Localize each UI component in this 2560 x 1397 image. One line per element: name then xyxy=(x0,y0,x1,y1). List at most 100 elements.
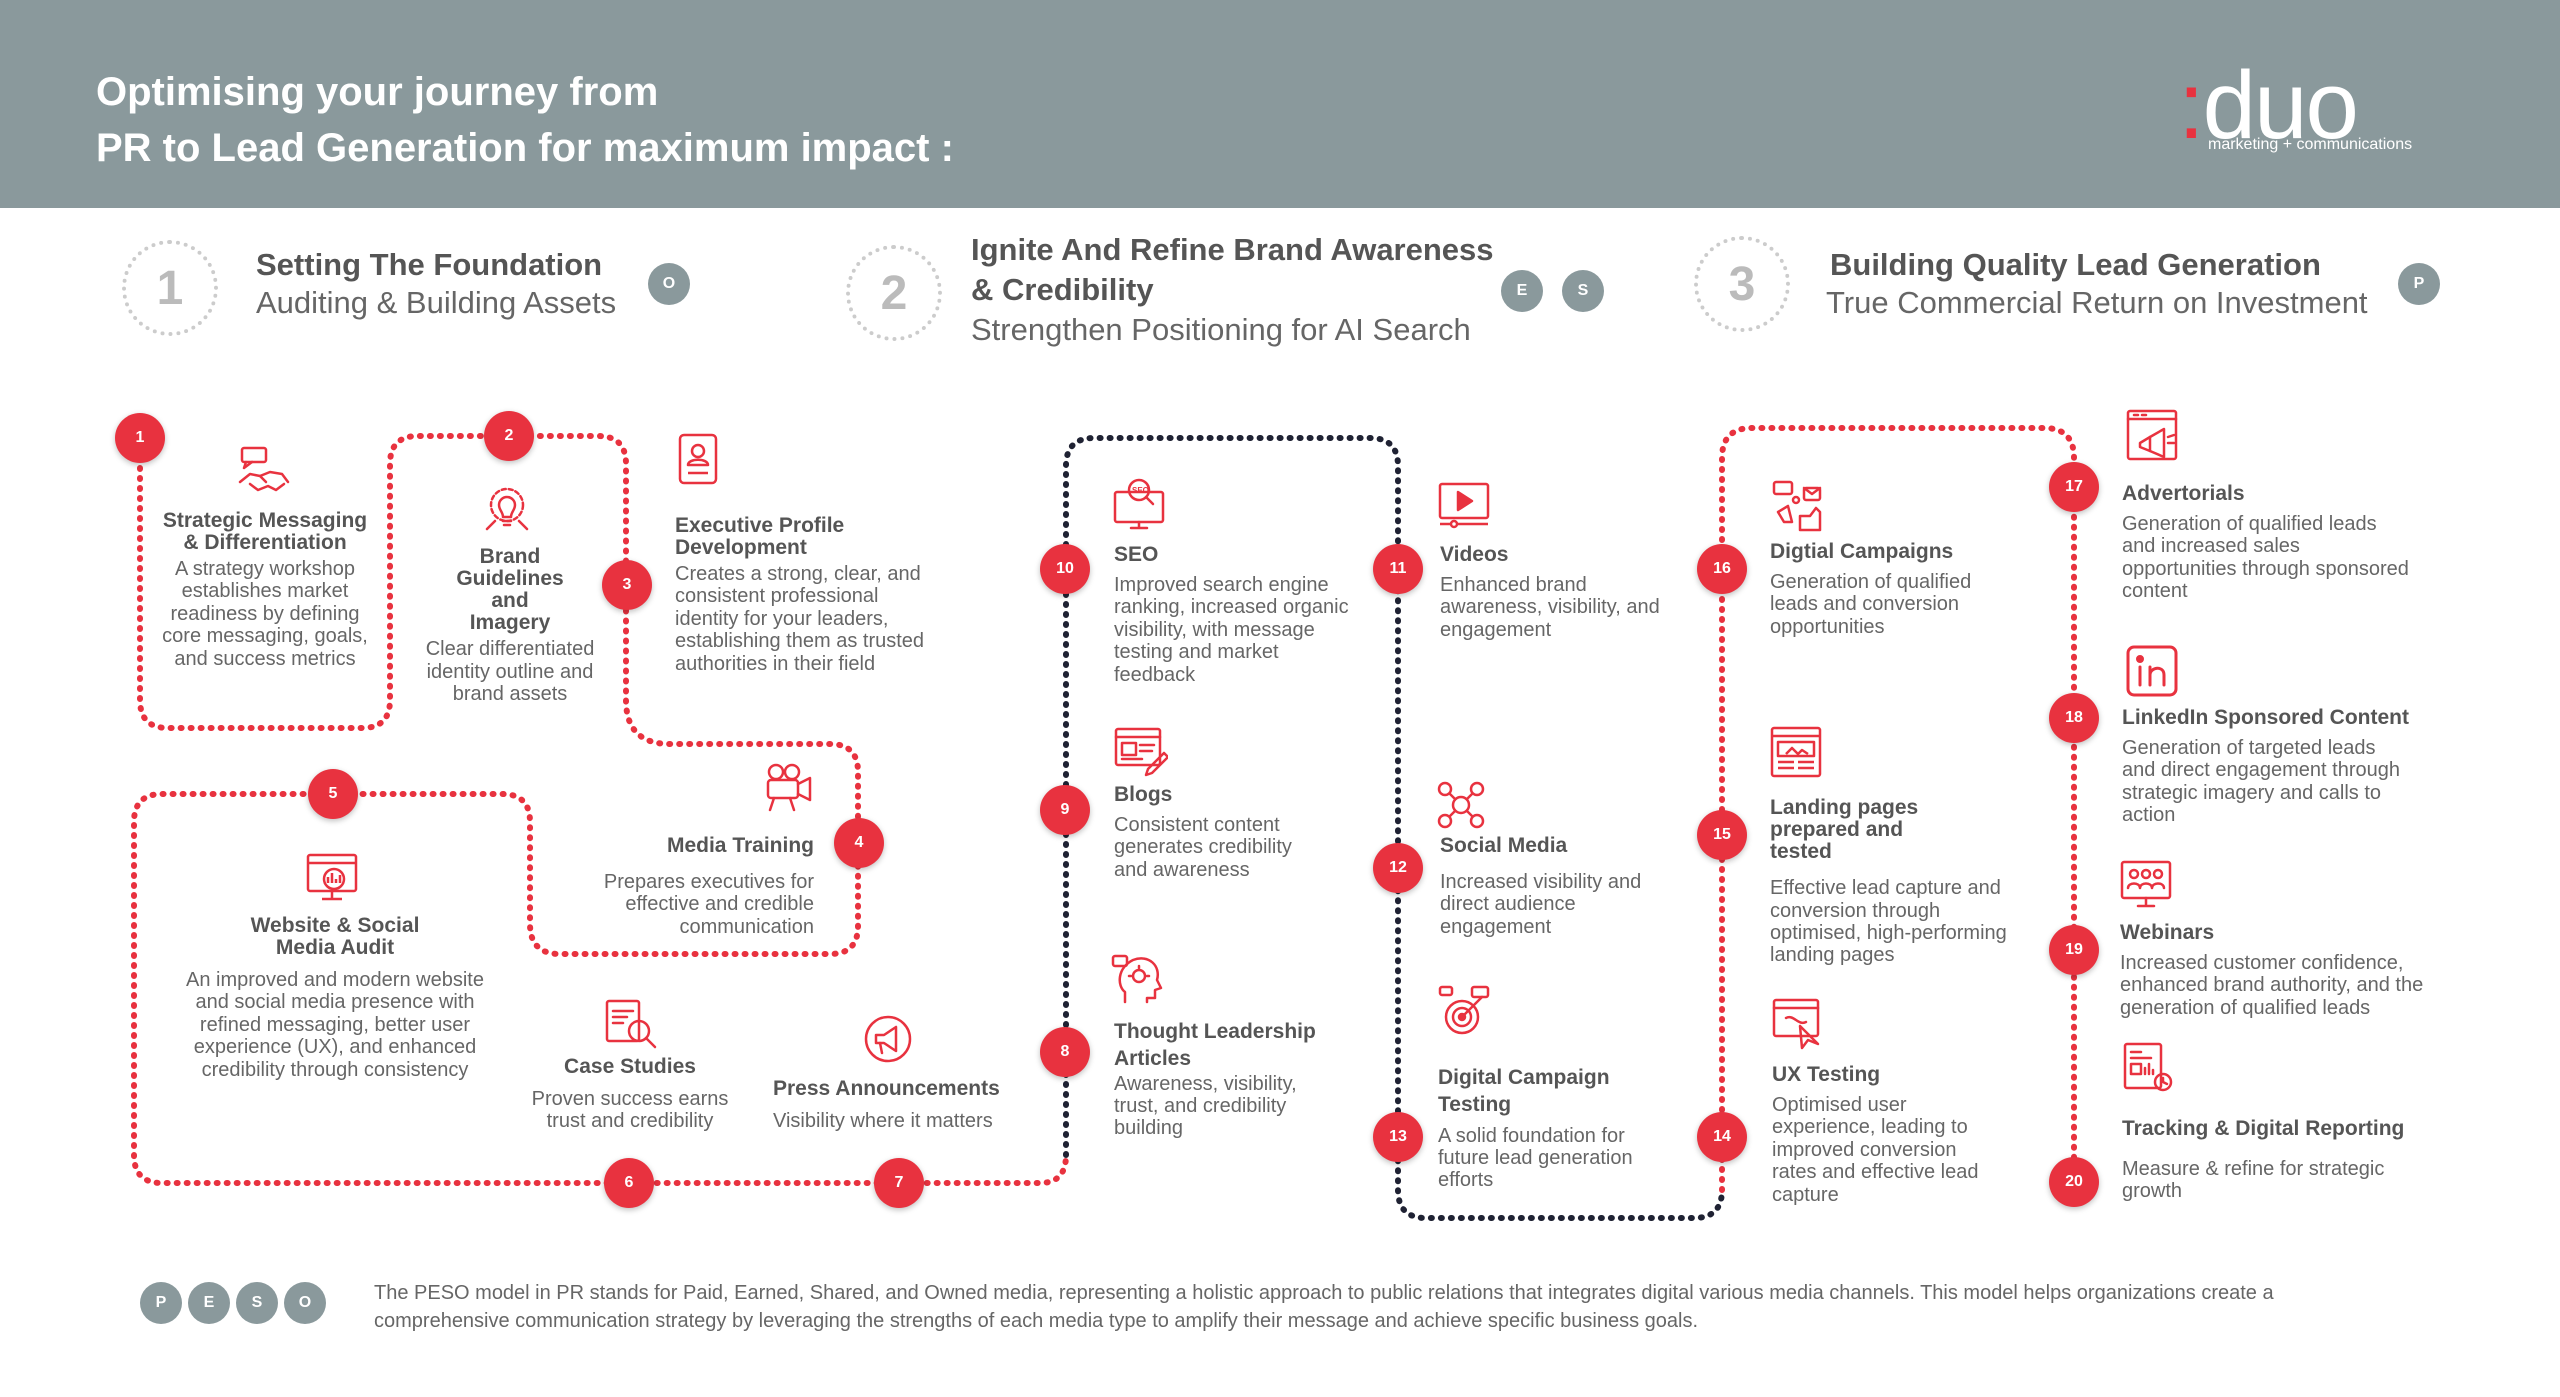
step-11-title: Videos xyxy=(1440,543,1509,566)
step-2: Brand Guidelines and Imagery Clear diffe… xyxy=(410,545,610,705)
step-16-desc: Generation of qualified leads and conver… xyxy=(1770,571,1972,638)
header-banner: Optimising your journey from PR to Lead … xyxy=(0,0,2560,208)
phase-1-badge-owned: O xyxy=(648,263,690,305)
step-marker-8[interactable]: 8 xyxy=(1040,1027,1090,1077)
step-marker-6[interactable]: 6 xyxy=(604,1158,654,1208)
step-5-title: Website & Social Media Audit xyxy=(250,914,420,960)
phase-2-number: 2 xyxy=(846,245,942,341)
step-10-title: SEO xyxy=(1114,543,1159,566)
step-8-title: Thought Leadership Articles xyxy=(1114,1020,1316,1071)
step-marker-13[interactable]: 13 xyxy=(1373,1112,1423,1162)
peso-badge-owned: O xyxy=(284,1282,326,1324)
step-marker-1[interactable]: 1 xyxy=(115,413,165,463)
step-14: UX Testing Optimised user experience, le… xyxy=(1772,1063,2002,1206)
step-10-desc: Improved search engine ranking, increase… xyxy=(1114,574,1349,686)
step-marker-9[interactable]: 9 xyxy=(1040,785,1090,835)
step-3-desc: Creates a strong, clear, and consistent … xyxy=(675,563,925,675)
step-8-desc: Awareness, visibility, trust, and credib… xyxy=(1114,1072,1297,1140)
step-marker-16[interactable]: 16 xyxy=(1697,544,1747,594)
step-15-desc: Effective lead capture and conversion th… xyxy=(1770,877,2007,967)
social-network-icon xyxy=(1437,781,1485,829)
phase-1-title: Setting The Foundation xyxy=(256,247,603,282)
path-phase3 xyxy=(1719,425,2077,1193)
webinar-icon xyxy=(2120,860,2172,908)
step-marker-10[interactable]: 10 xyxy=(1040,544,1090,594)
step-13-desc: A solid foundation for future lead gener… xyxy=(1438,1124,1633,1192)
landing-page-icon xyxy=(1770,726,1822,778)
step-1-desc: A strategy workshop establishes market r… xyxy=(162,558,368,670)
blog-edit-icon xyxy=(1114,727,1168,777)
step-14-title: UX Testing xyxy=(1772,1063,1881,1086)
megaphone-icon xyxy=(864,1015,912,1063)
phase-2-subtitle: Strengthen Positioning for AI Search xyxy=(971,312,1471,347)
head-idea-icon xyxy=(1111,954,1163,1004)
page-title-line2: PR to Lead Generation for maximum impact… xyxy=(96,126,954,170)
campaign-target-icon xyxy=(1438,985,1490,1035)
step-18-desc: Generation of targeted leads and direct … xyxy=(2122,737,2400,827)
step-16-title: Digtial Campaigns xyxy=(1770,540,1954,563)
step-18: LinkedIn Sponsored Content Generation of… xyxy=(2122,706,2442,827)
step-17-desc: Generation of qualified leads and increa… xyxy=(2122,513,2409,603)
phase-2-badge-earned: E xyxy=(1501,270,1543,312)
step-5-desc: An improved and modern website and socia… xyxy=(186,969,484,1081)
step-11: Videos Enhanced brand awareness, visibil… xyxy=(1440,543,1660,641)
step-2-desc: Clear differentiated identity outline an… xyxy=(425,638,595,705)
path-phase2 xyxy=(1063,435,1725,1221)
step-15: Landing pages prepared and tested Effect… xyxy=(1770,796,2030,967)
svg-text:SEO: SEO xyxy=(1132,486,1149,495)
step-19-title: Webinars xyxy=(2120,921,2215,944)
step-marker-12[interactable]: 12 xyxy=(1373,843,1423,893)
step-11-desc: Enhanced brand awareness, visibility, an… xyxy=(1440,574,1660,641)
report-chart-icon xyxy=(2123,1042,2173,1092)
phase-3-number: 3 xyxy=(1694,236,1790,332)
step-20: Tracking & Digital Reporting Measure & r… xyxy=(2122,1117,2442,1203)
step-15-title: Landing pages prepared and tested xyxy=(1770,796,1919,864)
step-19-desc: Increased customer confidence, enhanced … xyxy=(2120,952,2424,1019)
step-6: Case Studies Proven success earns trust … xyxy=(520,1055,740,1133)
step-12-desc: Increased visibility and direct audience… xyxy=(1440,871,1642,938)
handshake-message-icon xyxy=(238,446,290,492)
phase-1-subtitle: Auditing & Building Assets xyxy=(256,285,617,320)
step-6-desc: Proven success earns trust and credibili… xyxy=(531,1088,729,1133)
phase-1-number: 1 xyxy=(122,240,218,336)
step-16: Digtial Campaigns Generation of qualifie… xyxy=(1770,540,2010,638)
step-marker-3[interactable]: 3 xyxy=(602,560,652,610)
step-marker-11[interactable]: 11 xyxy=(1373,544,1423,594)
step-marker-15[interactable]: 15 xyxy=(1697,810,1747,860)
peso-description: The PESO model in PR stands for Paid, Ea… xyxy=(374,1282,2274,1332)
step-marker-14[interactable]: 14 xyxy=(1697,1112,1747,1162)
phase-2-title-line2: & Credibility xyxy=(971,272,1154,307)
peso-badge-earned: E xyxy=(188,1282,230,1324)
step-8: Thought Leadership Articles Awareness, v… xyxy=(1114,1018,1344,1140)
step-marker-18[interactable]: 18 xyxy=(2049,693,2099,743)
step-marker-17[interactable]: 17 xyxy=(2049,462,2099,512)
step-3: Executive Profile Development Creates a … xyxy=(675,514,935,675)
step-marker-4[interactable]: 4 xyxy=(834,818,884,868)
phase-3-subtitle: True Commercial Return on Investment xyxy=(1826,285,2368,320)
phase-3-badge-paid: P xyxy=(2398,263,2440,305)
step-marker-7[interactable]: 7 xyxy=(874,1158,924,1208)
step-13: Digital Campaign Testing A solid foundat… xyxy=(1438,1064,1668,1192)
step-marker-5[interactable]: 5 xyxy=(308,769,358,819)
step-17: Advertorials Generation of qualified lea… xyxy=(2122,482,2422,603)
step-9: Blogs Consistent content generates credi… xyxy=(1114,783,1324,881)
document-search-icon xyxy=(605,999,657,1049)
step-2-title: Brand Guidelines and Imagery xyxy=(456,545,564,635)
phase-2-badge-shared: S xyxy=(1562,270,1604,312)
step-14-desc: Optimised user experience, leading to im… xyxy=(1772,1094,1979,1206)
step-7-desc: Visibility where it matters xyxy=(773,1110,993,1133)
lightbulb-gear-icon xyxy=(485,487,529,531)
step-4-title: Media Training xyxy=(666,834,814,857)
advertorial-icon xyxy=(2126,409,2178,461)
step-5: Website & Social Media Audit An improved… xyxy=(180,914,490,1081)
step-marker-19[interactable]: 19 xyxy=(2049,925,2099,975)
step-marker-20[interactable]: 20 xyxy=(2049,1157,2099,1207)
page-title-line1: Optimising your journey from xyxy=(96,70,659,114)
step-7: Press Announcements Visibility where it … xyxy=(773,1077,1043,1133)
step-9-desc: Consistent content generates credibility… xyxy=(1114,814,1292,881)
step-marker-2[interactable]: 2 xyxy=(484,411,534,461)
step-18-title: LinkedIn Sponsored Content xyxy=(2122,706,2409,729)
ux-cursor-icon xyxy=(1772,998,1820,1050)
id-card-icon xyxy=(678,433,718,485)
step-9-title: Blogs xyxy=(1114,783,1173,806)
